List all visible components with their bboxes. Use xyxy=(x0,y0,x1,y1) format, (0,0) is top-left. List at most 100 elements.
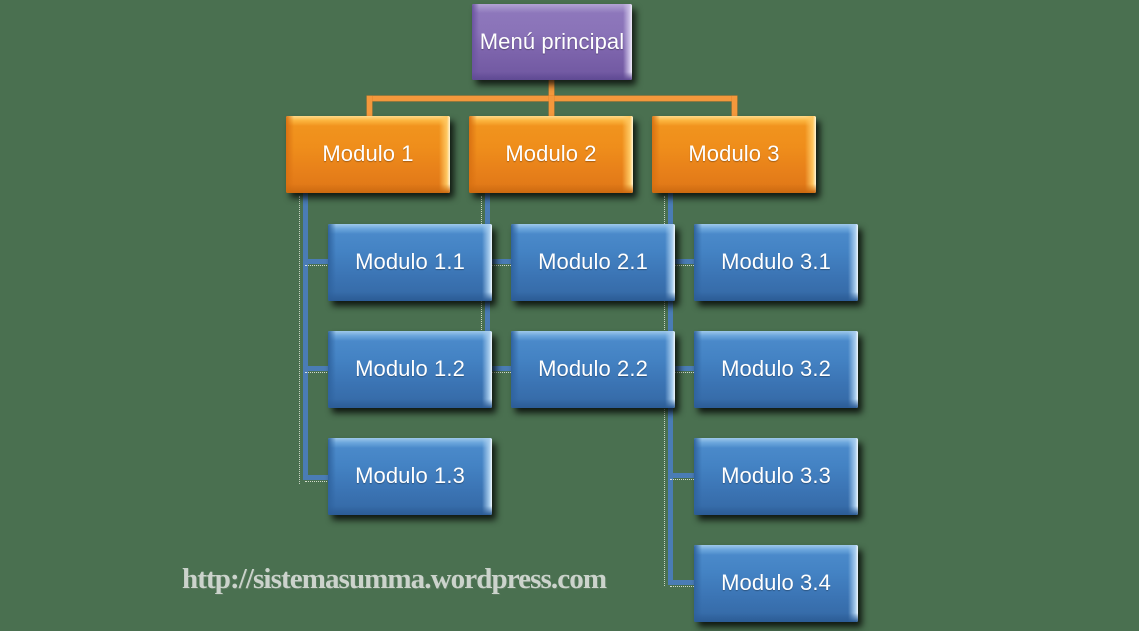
node-label: Modulo 1.2 xyxy=(355,356,465,382)
connector-drop-modulo-3 xyxy=(732,96,737,118)
node-label: Modulo 1.1 xyxy=(355,249,465,275)
bevel-bottom xyxy=(328,292,492,301)
node-label: Modulo 1 xyxy=(322,141,414,167)
bevel-bottom xyxy=(328,399,492,408)
bevel-top xyxy=(694,545,858,555)
connector-shadow-branch-2-child-1 xyxy=(487,265,515,266)
connector-shadow-branch-3-child-2 xyxy=(670,372,698,373)
bevel-right xyxy=(439,116,450,193)
bevel-right xyxy=(848,331,858,408)
connector-shadow-branch-3-child-1 xyxy=(670,265,698,266)
bevel-top xyxy=(472,4,632,13)
bevel-left xyxy=(511,224,519,301)
connector-trunk-branch-1 xyxy=(303,192,308,480)
bevel-left xyxy=(328,224,336,301)
connector-branch-2-child-1 xyxy=(485,259,515,264)
node-modulo-2[interactable]: Modulo 2 xyxy=(469,116,633,193)
connector-shadow-branch-2-child-2 xyxy=(487,372,515,373)
bevel-right xyxy=(848,545,858,622)
bevel-top xyxy=(469,116,633,126)
node-label: Menú principal xyxy=(479,28,625,54)
bevel-right xyxy=(848,224,858,301)
bevel-bottom xyxy=(511,399,675,408)
node-label: Modulo 3.1 xyxy=(721,249,831,275)
bevel-left xyxy=(469,116,477,193)
bevel-bottom xyxy=(652,184,816,193)
bevel-right xyxy=(622,116,633,193)
bevel-top xyxy=(511,331,675,341)
bevel-bottom xyxy=(694,506,858,515)
node-root-menu-principal[interactable]: Menú principal xyxy=(472,4,632,80)
bevel-left xyxy=(328,438,336,515)
node-modulo-1-1[interactable]: Modulo 1.1 xyxy=(328,224,492,301)
connector-branch-3-child-3 xyxy=(668,473,698,478)
bevel-left xyxy=(328,331,336,408)
node-label: Modulo 2 xyxy=(505,141,597,167)
node-modulo-1[interactable]: Modulo 1 xyxy=(286,116,450,193)
bevel-right xyxy=(482,438,492,515)
bevel-right xyxy=(848,438,858,515)
bevel-top xyxy=(694,438,858,448)
bevel-top xyxy=(694,331,858,341)
bevel-top xyxy=(652,116,816,126)
bevel-left xyxy=(511,331,519,408)
node-modulo-3-3[interactable]: Modulo 3.3 xyxy=(694,438,858,515)
connector-branch-1-child-2 xyxy=(303,366,333,371)
bevel-top xyxy=(328,224,492,234)
bevel-top xyxy=(511,224,675,234)
bevel-left xyxy=(694,331,702,408)
connector-shadow-branch-3-child-3 xyxy=(670,479,698,480)
bevel-top xyxy=(328,331,492,341)
bevel-bottom xyxy=(511,292,675,301)
bevel-top xyxy=(286,116,450,126)
bevel-left xyxy=(694,224,702,301)
node-label: Modulo 2.2 xyxy=(538,356,648,382)
connector-shadow-branch-1 xyxy=(299,196,300,484)
connector-shadow-branch-1-child-3 xyxy=(305,481,333,482)
connector-branch-3-child-2 xyxy=(668,366,698,371)
node-label: Modulo 3 xyxy=(688,141,780,167)
bevel-bottom xyxy=(328,506,492,515)
bevel-bottom xyxy=(469,184,633,193)
bevel-left xyxy=(652,116,660,193)
bevel-bottom xyxy=(472,72,632,80)
connector-shadow-branch-3-child-4 xyxy=(670,586,698,587)
connector-branch-3-child-1 xyxy=(668,259,698,264)
bevel-top xyxy=(328,438,492,448)
bevel-bottom xyxy=(694,399,858,408)
bevel-left xyxy=(694,545,702,622)
node-modulo-1-2[interactable]: Modulo 1.2 xyxy=(328,331,492,408)
bevel-bottom xyxy=(694,292,858,301)
node-label: Modulo 3.3 xyxy=(721,463,831,489)
bevel-bottom xyxy=(694,613,858,622)
bevel-right xyxy=(482,224,492,301)
connector-drop-modulo-1 xyxy=(367,96,372,118)
node-label: Modulo 3.4 xyxy=(721,570,831,596)
connector-branch-1-child-3 xyxy=(303,475,333,480)
node-modulo-3-1[interactable]: Modulo 3.1 xyxy=(694,224,858,301)
connector-branch-3-child-4 xyxy=(668,580,698,585)
connector-shadow-branch-1-child-1 xyxy=(305,265,333,266)
node-modulo-2-2[interactable]: Modulo 2.2 xyxy=(511,331,675,408)
connector-root-stem xyxy=(549,76,554,100)
connector-shadow-branch-1-child-2 xyxy=(305,372,333,373)
node-modulo-3-2[interactable]: Modulo 3.2 xyxy=(694,331,858,408)
bevel-left xyxy=(694,438,702,515)
node-label: Modulo 3.2 xyxy=(721,356,831,382)
connector-branch-1-child-1 xyxy=(303,259,333,264)
connector-branch-2-child-2 xyxy=(485,366,515,371)
bevel-bottom xyxy=(286,184,450,193)
bevel-top xyxy=(694,224,858,234)
node-label: Modulo 1.3 xyxy=(355,463,465,489)
node-modulo-2-1[interactable]: Modulo 2.1 xyxy=(511,224,675,301)
node-modulo-3[interactable]: Modulo 3 xyxy=(652,116,816,193)
bevel-left xyxy=(286,116,294,193)
bevel-right xyxy=(665,331,675,408)
bevel-right xyxy=(805,116,816,193)
watermark-url: http://sistemasumma.wordpress.com xyxy=(182,563,607,595)
node-label: Modulo 2.1 xyxy=(538,249,648,275)
node-modulo-1-3[interactable]: Modulo 1.3 xyxy=(328,438,492,515)
node-modulo-3-4[interactable]: Modulo 3.4 xyxy=(694,545,858,622)
bevel-right xyxy=(482,331,492,408)
